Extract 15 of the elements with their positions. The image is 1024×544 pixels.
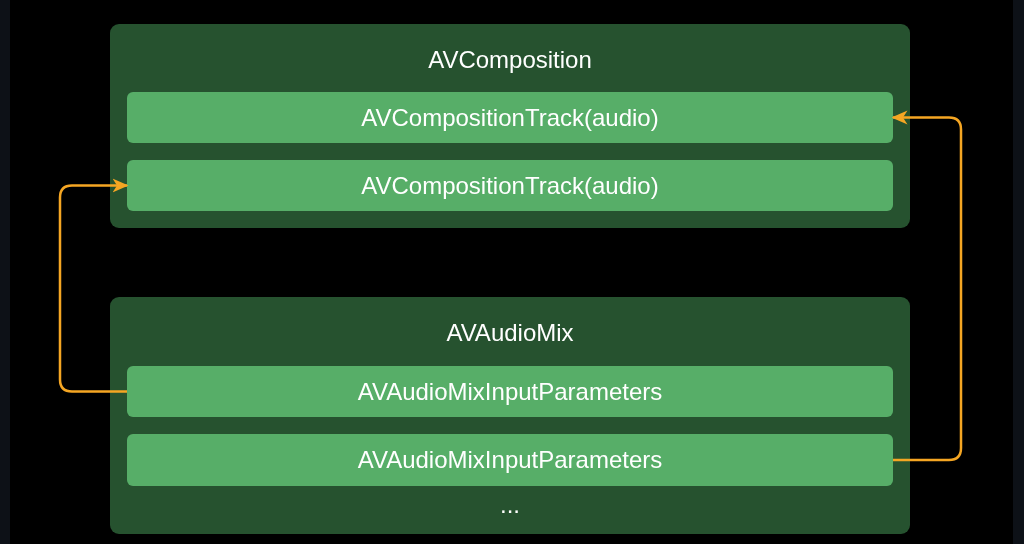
item-box bbox=[127, 92, 893, 143]
box-label: AVAudioMixInputParameters bbox=[357, 377, 663, 406]
box-label: AVCompositionTrack(audio) bbox=[361, 171, 659, 200]
box-label: AVAudioMixInputParameters bbox=[357, 446, 663, 474]
item-box bbox=[127, 434, 893, 486]
connector-arrow bbox=[891, 110, 963, 462]
group-note: ... bbox=[500, 491, 520, 519]
connector-arrow bbox=[58, 178, 129, 393]
group-title: AVAudioMix bbox=[446, 319, 574, 347]
box-label: AVCompositionTrack(audio) bbox=[361, 103, 659, 132]
group-panel bbox=[110, 297, 910, 534]
item-box bbox=[127, 366, 893, 417]
group-title: AVComposition bbox=[428, 46, 592, 74]
group-panel bbox=[110, 24, 910, 228]
item-box bbox=[127, 160, 893, 211]
